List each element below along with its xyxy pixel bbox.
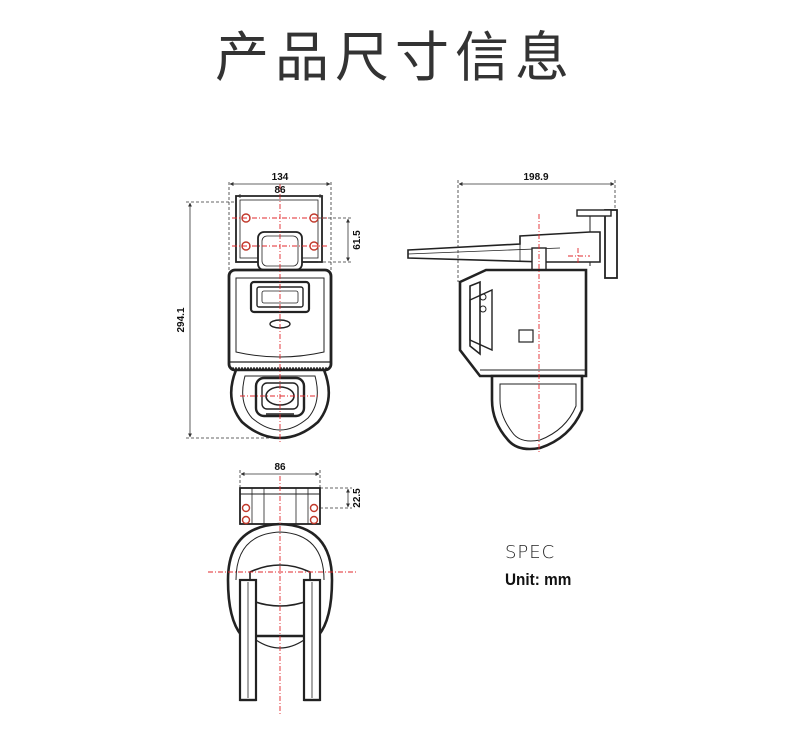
front-view [227,195,333,440]
unit-label: Unit: mm [505,570,572,589]
front-centerlines [232,184,328,444]
spec-label: SPEC [505,542,556,563]
side-view [407,209,618,451]
top-width-label: 86 [274,462,286,473]
bracket-height-label: 61.5 [352,230,363,250]
front-width-inner-label: 86 [274,185,286,196]
front-height-total-label: 294.1 [176,307,187,332]
top-dimensions [239,470,352,509]
top-height-label: 22.5 [352,488,363,508]
front-dimensions [186,182,352,439]
page-title: 产品尺寸信息 [215,26,575,89]
side-depth-label: 198.9 [523,172,548,183]
side-dimensions [457,180,616,282]
top-centerlines [208,476,356,716]
front-width-total-label: 134 [272,172,289,183]
side-centerlines [538,214,590,454]
